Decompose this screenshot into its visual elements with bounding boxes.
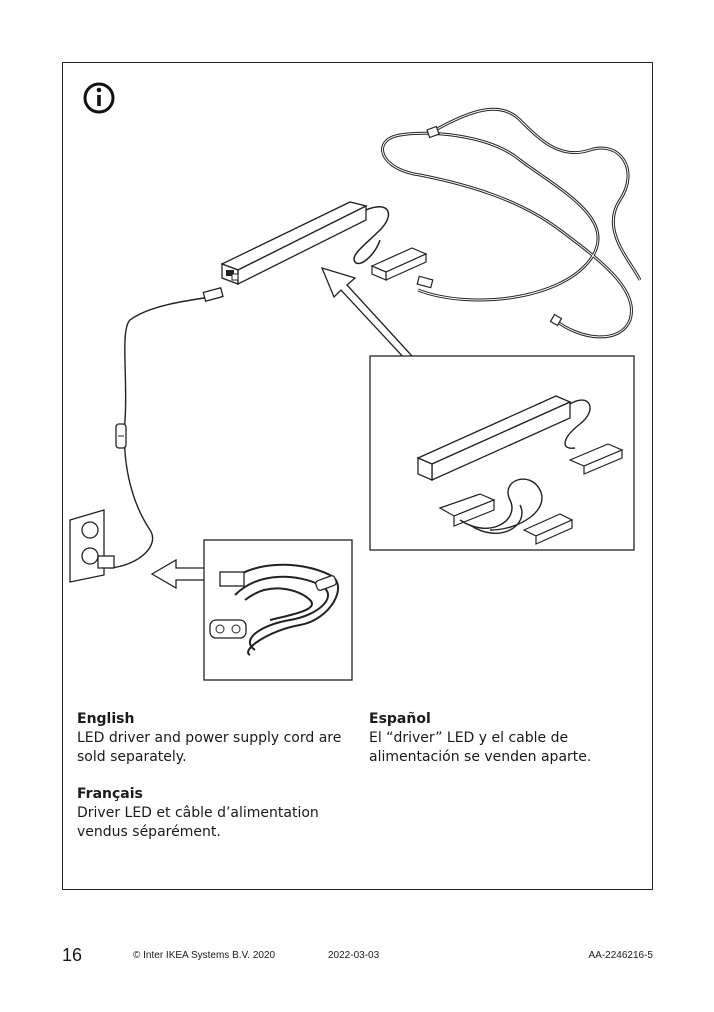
heading-english: English: [77, 711, 135, 727]
body-spanish: El “driver” LED y el cable de alimentaci…: [369, 730, 592, 765]
copyright: © Inter IKEA Systems B.V. 2020: [133, 950, 276, 961]
info-icon: [83, 82, 115, 114]
detail-box-power-cord: [203, 539, 353, 681]
wall-socket: [69, 509, 115, 583]
text-spanish: Español El “driver” LED y el cable de al…: [369, 710, 639, 767]
text-french: Français Driver LED et câble d’alimentat…: [77, 785, 347, 842]
content-frame: [62, 62, 653, 890]
body-french: Driver LED et câble d’alimentation vendu…: [77, 805, 319, 840]
date: 2022-03-03: [328, 950, 380, 961]
heading-spanish: Español: [369, 711, 431, 727]
led-driver: [220, 201, 368, 286]
body-english: LED driver and power supply cord are sol…: [77, 730, 342, 765]
led-cable: [381, 131, 633, 339]
document-id: AA-2246216-5: [588, 950, 654, 961]
heading-french: Français: [77, 786, 143, 802]
page-number: 16: [62, 945, 83, 965]
distributor-block: [370, 247, 428, 281]
detail-power-cord: [209, 563, 340, 656]
detail-driver-kit: [416, 395, 624, 545]
text-english: English LED driver and power supply cord…: [77, 710, 347, 767]
